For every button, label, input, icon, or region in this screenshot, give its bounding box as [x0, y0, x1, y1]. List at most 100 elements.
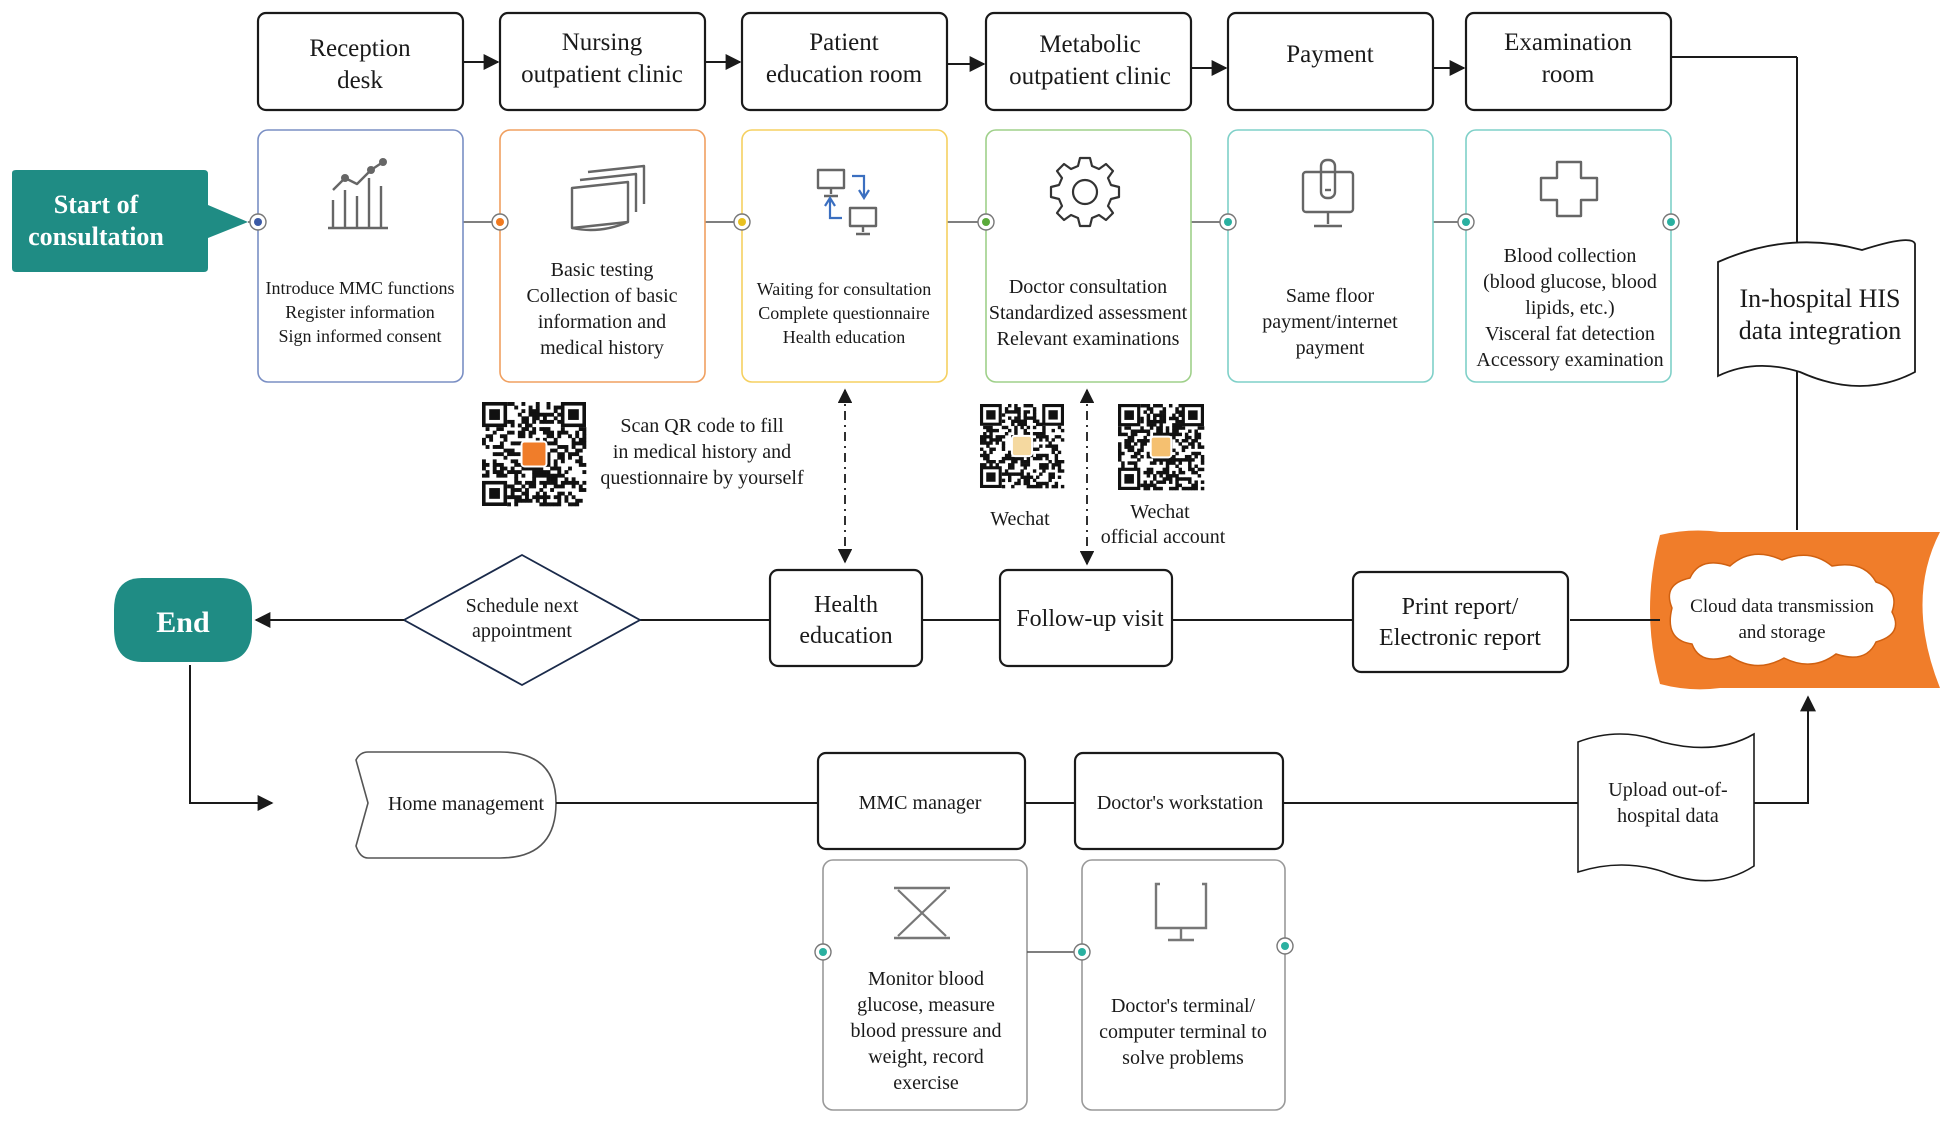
arrow-upload-to-cloud	[1754, 695, 1816, 804]
detail-examination-line4: Visceral fat detection	[1485, 323, 1655, 345]
detail-examination-line3: lipids, etc.)	[1525, 297, 1614, 319]
cloud-line2: and storage	[1738, 622, 1825, 643]
detail-metabolic-line2: Standardized assessment	[989, 302, 1188, 324]
hourglass-icon	[894, 886, 950, 940]
detail-examination-line5: Accessory examination	[1476, 349, 1663, 371]
detail-examination-box	[1465, 129, 1672, 383]
qr-code-main	[481, 401, 587, 507]
stage-metabolic-box	[984, 11, 1193, 112]
end-shape	[114, 578, 252, 662]
stage-education-room-box	[740, 11, 949, 112]
gear-icon	[1049, 156, 1121, 228]
monitor-line4: weight, record	[868, 1046, 984, 1068]
monitor-box	[822, 859, 1028, 1111]
detail-education-line1: Waiting for consultation	[757, 279, 932, 299]
qr-wechat-label: Wechat	[990, 508, 1050, 530]
qr-main-line1: Scan QR code to fill	[620, 415, 784, 437]
doctor-workstation-label: Doctor's workstation	[1097, 792, 1263, 814]
monitor-dot-core	[819, 948, 827, 956]
health-education-line1: Health	[814, 592, 878, 618]
stage-metabolic-line1: Metabolic	[1039, 31, 1140, 58]
start-label-line2: consultation	[28, 222, 164, 251]
his-document-shape	[1717, 239, 1916, 387]
terminal-dot-right-core	[1281, 942, 1289, 950]
start-shape	[12, 170, 248, 272]
doctor-workstation-box	[1073, 751, 1285, 851]
bottom-row: Home management MMC manager Doctor's wor…	[189, 665, 1816, 1111]
detail-reception-line1: Introduce MMC functions	[266, 278, 455, 298]
health-education-box	[768, 568, 924, 668]
monitor-line3: blood pressure and	[850, 1020, 1001, 1042]
middle-row: Print report/ Electronic report Follow-u…	[254, 553, 1660, 687]
detail-metabolic-dot-core	[982, 218, 990, 226]
follow-up-box	[998, 568, 1174, 668]
stage-examination-line1: Examination	[1504, 29, 1632, 56]
detail-nursing-box	[499, 129, 706, 383]
stage-metabolic-line2: outpatient clinic	[1009, 63, 1171, 90]
monitor-line5: exercise	[893, 1072, 959, 1094]
health-education-line2: education	[799, 623, 892, 649]
detail-examination-dot-left-core	[1462, 218, 1470, 226]
transfer-icon	[816, 168, 878, 236]
detail-metabolic-line3: Relevant examinations	[997, 328, 1180, 350]
documents-icon	[570, 164, 646, 232]
qr-code-wechat	[979, 403, 1065, 489]
end-label: End	[156, 606, 210, 639]
detail-examination-dot-right-core	[1667, 218, 1675, 226]
detail-payment-dot-core	[1224, 218, 1232, 226]
detail-reception-line3: Sign informed consent	[279, 326, 442, 346]
stage-payment-line1: Payment	[1286, 41, 1374, 68]
terminal-dot-left-core	[1078, 948, 1086, 956]
detail-payment-box	[1227, 129, 1434, 383]
detail-metabolic-line1: Doctor consultation	[1009, 276, 1167, 298]
cloud-storage: Cloud data transmission and storage	[1650, 530, 1940, 690]
stage-nursing-line1: Nursing	[562, 29, 643, 56]
detail-education-line2: Complete questionnaire	[758, 303, 929, 323]
his-line1: In-hospital HIS	[1739, 284, 1900, 313]
schedule-diamond	[402, 553, 642, 687]
detail-education-line3: Health education	[783, 327, 905, 347]
his-integration: In-hospital HIS data integration	[1671, 56, 1916, 530]
qr-official-line2: official account	[1101, 526, 1226, 548]
stage-examination-box	[1464, 11, 1673, 112]
detail-examination-line2: (blood glucose, blood	[1483, 271, 1657, 293]
arrow-end-to-home	[189, 665, 274, 811]
cloud-icon	[1668, 553, 1897, 667]
detail-nursing-line3: information and	[538, 311, 666, 333]
cloud-line1: Cloud data transmission	[1690, 596, 1874, 617]
stage-row: Reception desk Nursing outpatient clinic…	[256, 11, 1673, 112]
terminal-line1: Doctor's terminal/	[1111, 995, 1256, 1017]
schedule-line2: appointment	[472, 620, 572, 642]
chart-icon	[328, 158, 388, 230]
terminal-line2: computer terminal to	[1099, 1021, 1267, 1043]
mmc-manager-box	[816, 751, 1027, 851]
medical-cross-icon	[1539, 160, 1599, 218]
monitor-line2: glucose, measure	[857, 994, 995, 1016]
stage-examination-line2: room	[1542, 61, 1595, 88]
upload-line2: hospital data	[1617, 805, 1719, 827]
monitor-line1: Monitor blood	[868, 968, 984, 990]
follow-up-label: Follow-up visit	[1016, 606, 1164, 632]
qr-main-line3: questionnaire by yourself	[600, 467, 804, 489]
stage-education-room-line1: Patient	[809, 29, 878, 56]
stage-reception-line1: Reception	[309, 35, 411, 62]
detail-nursing-line4: medical history	[540, 337, 664, 359]
print-report-box	[1351, 570, 1570, 674]
start-label-line1: Start of	[54, 190, 139, 219]
detail-reception-dot-core	[254, 218, 262, 226]
terminal-line3: solve problems	[1122, 1047, 1244, 1069]
detail-row: Introduce MMC functions Register informa…	[248, 129, 1680, 383]
stage-education-room-line2: education room	[766, 61, 923, 88]
mmc-manager-label: MMC manager	[859, 792, 982, 814]
print-report-line2: Electronic report	[1379, 625, 1541, 651]
end-node: End	[114, 578, 252, 662]
detail-payment-line2: payment/internet	[1262, 311, 1398, 333]
detail-reception-box	[257, 129, 464, 383]
detail-nursing-dot-core	[496, 218, 504, 226]
detail-payment-line3: payment	[1296, 337, 1365, 359]
detail-education-box	[741, 129, 948, 383]
monitor-screen-icon	[1154, 882, 1208, 942]
stage-payment-box	[1226, 11, 1435, 112]
upload-line1: Upload out-of-	[1608, 779, 1727, 801]
